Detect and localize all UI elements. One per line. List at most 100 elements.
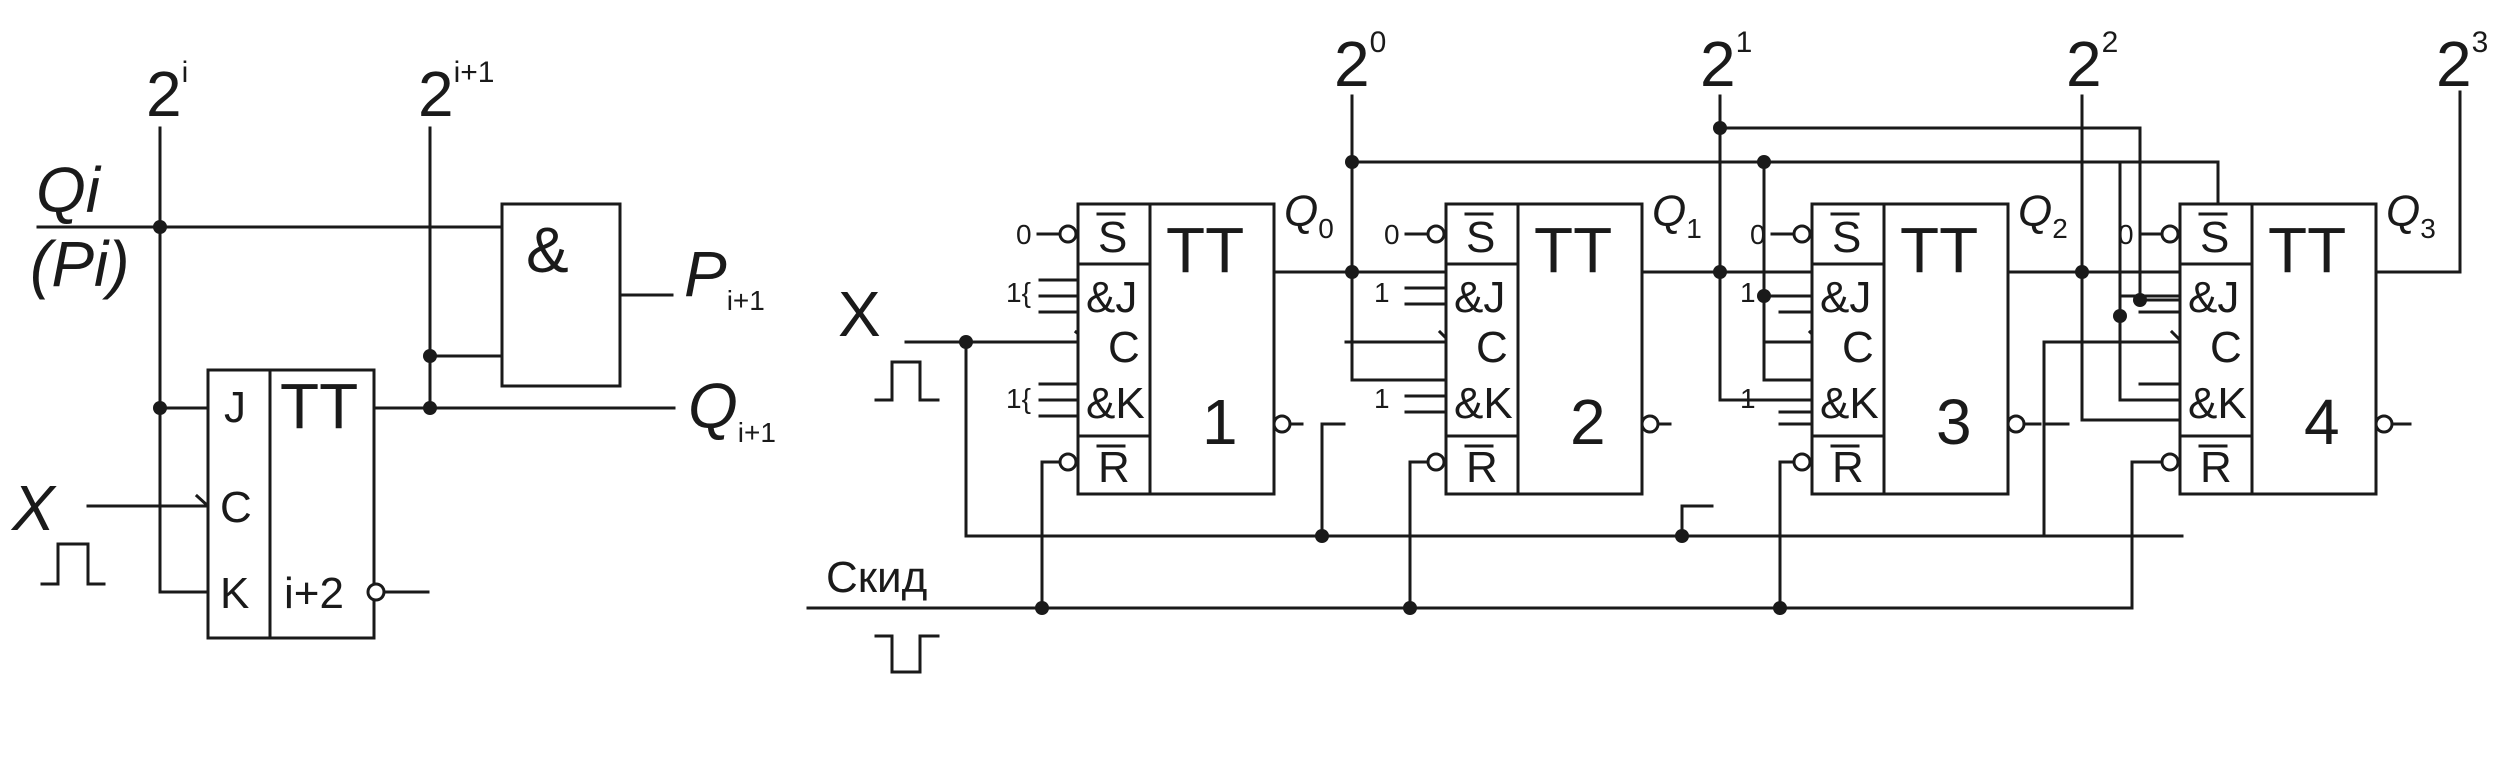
ff-j-pin: &J xyxy=(2188,273,2239,322)
ff-number: 2 xyxy=(1570,386,1606,458)
ff-s-constant: 0 xyxy=(1016,219,1032,250)
ff-r-pin: R xyxy=(2200,443,2232,492)
ff-r-inversion-bubble xyxy=(1792,452,1812,472)
ff-j-pin: &J xyxy=(1820,273,1871,322)
left-input-x-label: X xyxy=(10,472,57,544)
right-junctions xyxy=(959,121,2147,615)
ff-s-pin: S xyxy=(1466,213,1495,262)
ff-s-inversion-bubble xyxy=(1792,224,1812,244)
ff-q-output-label: Q2 xyxy=(2018,187,2068,244)
ff-inverted-output xyxy=(2374,414,2394,434)
junction xyxy=(1675,529,1689,543)
flipflop-1 xyxy=(1076,202,1276,496)
flipflop-group: S&JC&KRTT1Q001{1{S&JC&KRTT2Q1011S&JC&KRT… xyxy=(1006,187,2436,496)
reset-pulse-icon xyxy=(874,634,940,674)
left-ff-k-pin: K xyxy=(220,569,249,618)
junction xyxy=(2075,265,2089,279)
ff-r-inversion-bubble xyxy=(2160,452,2180,472)
ff-number: 3 xyxy=(1936,386,1972,458)
junction xyxy=(1345,155,1359,169)
right-wires xyxy=(806,90,2462,610)
ff-k-constant: 1{ xyxy=(1006,383,1031,414)
left-ff-inverted-output xyxy=(366,582,386,602)
ff-tt: TT xyxy=(2268,214,2346,286)
ff-j-constant: 1 xyxy=(1374,277,1390,308)
output-q-label: Qi+1 xyxy=(688,370,776,448)
ff-k-pin: &K xyxy=(1454,379,1513,428)
left-weight-i1: 2i+1 xyxy=(418,56,494,130)
left-ff-tt: TT xyxy=(280,370,358,442)
right-clock-pulse-icon xyxy=(874,360,940,402)
junction xyxy=(153,401,167,415)
ff-k-pin: &K xyxy=(1820,379,1879,428)
junction xyxy=(1757,155,1771,169)
junction xyxy=(1035,601,1049,615)
output-p-label: Pi+1 xyxy=(684,238,765,316)
ff-s-constant: 0 xyxy=(2118,219,2134,250)
ff-s-pin: S xyxy=(1098,213,1127,262)
ff-r-inversion-bubble xyxy=(1426,452,1446,472)
ff-c-pin: C xyxy=(1842,323,1874,372)
ff-s-inversion-bubble xyxy=(2160,224,2180,244)
ff-r-pin: R xyxy=(1466,443,1498,492)
ff-c-pin: C xyxy=(1476,323,1508,372)
ff-r-pin: R xyxy=(1832,443,1864,492)
ff-inverted-output xyxy=(1640,414,1660,434)
junction xyxy=(2133,293,2147,307)
ff-s-constant: 0 xyxy=(1384,219,1400,250)
left-ff-number: i+2 xyxy=(284,569,344,618)
left-circuit: & J C K TT i+2 2i 2i+1 Qi (Pi) Pi+1 Qi+1… xyxy=(10,56,776,640)
and-gate xyxy=(500,202,622,388)
input-pi-label: (Pi) xyxy=(30,228,130,300)
input-qi-label: Qi xyxy=(36,154,102,226)
ff-inverted-output xyxy=(2006,414,2026,434)
ff-tt: TT xyxy=(1166,214,1244,286)
weight-2-1: 21 xyxy=(1700,26,1752,100)
ff-r-pin: R xyxy=(1098,443,1130,492)
left-clock-pulse-icon xyxy=(40,542,106,586)
ff-c-pin: C xyxy=(2210,323,2242,372)
right-input-x-label: X xyxy=(838,278,881,350)
junction xyxy=(1713,265,1727,279)
ff-number: 4 xyxy=(2304,386,2340,458)
ff-q-output-label: Q1 xyxy=(1652,187,1702,244)
ff-c-pin: C xyxy=(1108,323,1140,372)
right-circuit: S&JC&KRTT1Q001{1{S&JC&KRTT2Q1011S&JC&KRT… xyxy=(806,26,2488,674)
ff-k-pin: &K xyxy=(1086,379,1145,428)
ff-tt: TT xyxy=(1900,214,1978,286)
ff-k-constant: 1 xyxy=(1740,383,1756,414)
weight-2-2: 22 xyxy=(2066,26,2118,100)
junction xyxy=(1345,265,1359,279)
weight-2-3: 23 xyxy=(2436,26,2488,100)
junction xyxy=(1713,121,1727,135)
left-weight-i: 2i xyxy=(146,56,188,130)
left-ff-c-pin: C xyxy=(220,483,252,532)
ff-q-output-label: Q3 xyxy=(2386,187,2436,244)
ff-r-inversion-bubble xyxy=(1058,452,1078,472)
junction xyxy=(1315,529,1329,543)
junction xyxy=(2113,309,2127,323)
and-gate-symbol: & xyxy=(526,214,569,286)
ff-s-inversion-bubble xyxy=(1058,224,1078,244)
ff-j-pin: &J xyxy=(1454,273,1505,322)
ff-j-pin: &J xyxy=(1086,273,1137,322)
ff-k-pin: &K xyxy=(2188,379,2247,428)
junction xyxy=(423,401,437,415)
junction xyxy=(1773,601,1787,615)
left-flipflop xyxy=(206,368,376,640)
junction xyxy=(1403,601,1417,615)
ff-s-constant: 0 xyxy=(1750,219,1766,250)
left-wires xyxy=(36,126,676,594)
junction xyxy=(1757,289,1771,303)
left-ff-j-pin: J xyxy=(224,383,246,432)
ff-j-constant: 1{ xyxy=(1006,277,1031,308)
ff-s-pin: S xyxy=(1832,213,1861,262)
ff-s-inversion-bubble xyxy=(1426,224,1446,244)
ff-k-constant: 1 xyxy=(1374,383,1390,414)
ff-number: 1 xyxy=(1202,386,1238,458)
ff-tt: TT xyxy=(1534,214,1612,286)
weight-2-0: 20 xyxy=(1334,26,1386,100)
ff-j-constant: 1 xyxy=(1740,277,1756,308)
ff-q-output-label: Q0 xyxy=(1284,187,1334,244)
